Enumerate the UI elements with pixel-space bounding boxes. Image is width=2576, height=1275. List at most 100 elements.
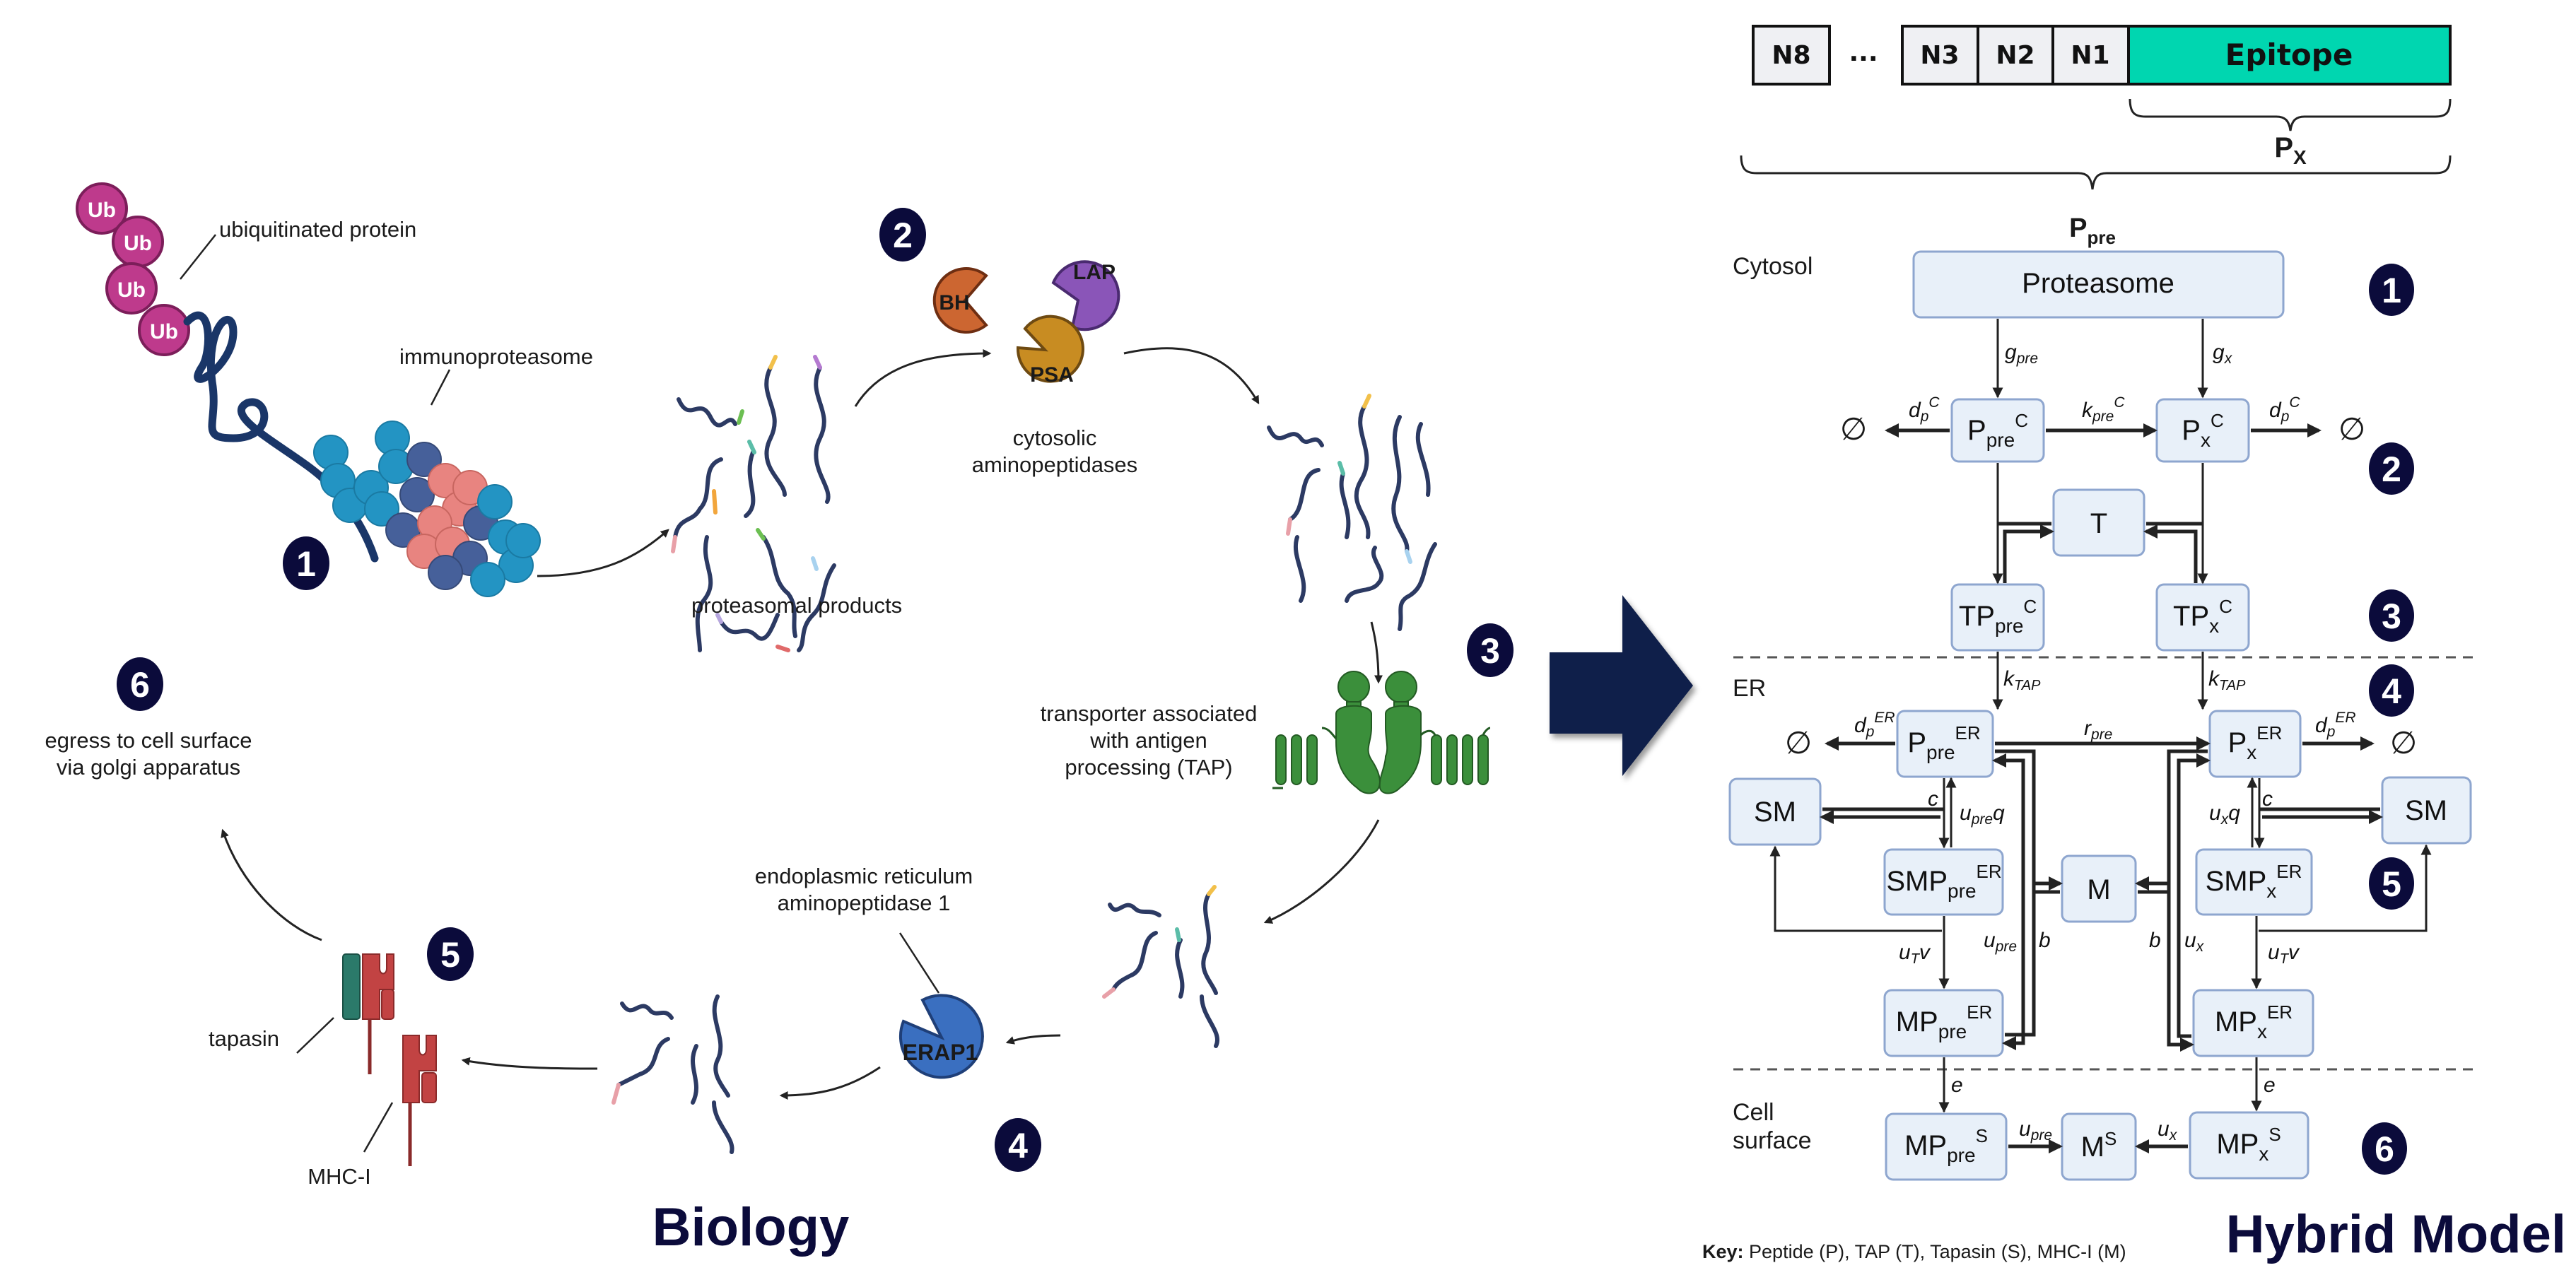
svg-text:BH: BH	[939, 291, 969, 315]
svg-text:Epitope: Epitope	[2225, 37, 2353, 72]
hybrid-model-title: Hybrid Model	[2226, 1204, 2566, 1264]
svg-text:5: 5	[440, 935, 460, 975]
svg-text:4: 4	[1008, 1126, 1028, 1165]
edge-t-release-pre	[2003, 524, 2054, 583]
ub-bead: Ub	[138, 304, 190, 356]
null-symbol-icon: ∅	[2390, 726, 2417, 760]
null-symbol-icon: ∅	[1785, 726, 1812, 760]
rate-dpc-left: dpC	[1909, 394, 1940, 425]
svg-text:M: M	[2087, 874, 2110, 905]
rate-dpc-right: dpC	[2269, 394, 2300, 425]
rate-g-pre: gpre	[2005, 341, 2038, 367]
null-symbol-icon: ∅	[2338, 412, 2365, 447]
flow-arrow	[779, 1066, 881, 1100]
step-badge-4: 4	[995, 1118, 1041, 1172]
flow-arrow	[854, 349, 992, 407]
ub-bead: Ub	[112, 216, 164, 268]
rate-r-pre: rpre	[2084, 717, 2112, 743]
svg-text:3: 3	[2382, 597, 2401, 636]
svg-text:Proteasome: Proteasome	[2022, 268, 2174, 299]
ub-bead: Ub	[105, 262, 158, 315]
svg-text:4: 4	[2382, 671, 2401, 711]
svg-text:MPpreER: MPpreER	[1896, 1001, 1993, 1042]
step-badge-5: 5	[427, 927, 474, 981]
ub-bead: Ub	[76, 182, 128, 235]
erap1-label-line2: aminopeptidase 1	[778, 891, 951, 915]
mhc-label: MHC-I	[308, 1164, 371, 1189]
segment-ellipsis: ...	[1849, 38, 1878, 67]
transition-arrow-icon	[1550, 595, 1693, 776]
edge-u-pre-arrow	[1992, 753, 2025, 885]
step-badge-3: 3	[1467, 623, 1514, 677]
immunoproteasome-label: immunoproteasome	[399, 344, 593, 369]
tap-transporter-icon	[1272, 671, 1491, 794]
svg-text:PxER: PxER	[2228, 722, 2283, 763]
rate-u-x-surface: ux	[2158, 1117, 2178, 1144]
biology-panel: Ub Ub Ub Ub ubiquitinated protein	[45, 182, 1514, 1257]
node-tp-x-c: TPxC	[2155, 583, 2250, 652]
rate-dper-right: dpER	[2315, 710, 2356, 740]
ppre-brace	[1740, 155, 2452, 190]
node-m: M	[2061, 854, 2137, 923]
biology-title: Biology	[652, 1197, 850, 1257]
edge-u-x-arrow	[2177, 753, 2211, 1038]
svg-text:1: 1	[2382, 271, 2401, 310]
immunoproteasome-icon	[313, 421, 541, 597]
rate-c-right: c	[2262, 787, 2273, 811]
egress-label-line2: via golgi apparatus	[57, 755, 240, 780]
mhc-leader-line	[363, 1102, 394, 1153]
edge-b-left	[2002, 885, 2025, 1050]
node-p-x-c: PxC	[2155, 398, 2250, 463]
svg-text:N1: N1	[2071, 41, 2109, 70]
svg-text:1: 1	[296, 544, 316, 584]
rate-e-left: e	[1951, 1074, 1963, 1097]
ubiquitin-leader-line	[180, 234, 216, 280]
node-sm-right: SM	[2381, 776, 2472, 845]
rate-e-right: e	[2264, 1074, 2276, 1097]
svg-text:Ub: Ub	[124, 232, 152, 255]
rate-ut-v-left: uTv	[1899, 941, 1931, 967]
segment-n2	[1977, 25, 2054, 86]
cytosolic-aminopeptidases-label: cytosolic	[1013, 425, 1097, 450]
svg-text:PSA: PSA	[1030, 363, 1074, 387]
node-t: T	[2052, 488, 2145, 557]
erap1-leader-line	[898, 932, 940, 994]
svg-text:PpreER: PpreER	[1907, 722, 1980, 763]
er-label: ER	[1733, 675, 1766, 702]
rate-k-tap-right: kTAP	[2208, 667, 2246, 693]
rate-u-x-q: uxq	[2209, 801, 2240, 828]
cell-surface-label-line2: surface	[1733, 1127, 1812, 1154]
svg-text:PX: PX	[2274, 132, 2307, 168]
model-step-badge-1: 1	[2369, 264, 2414, 316]
svg-text:MPxS: MPxS	[2216, 1124, 2281, 1165]
tap-label-line2: with antigen	[1089, 728, 1207, 753]
svg-text:N3: N3	[1920, 41, 1959, 70]
node-p-x-er: PxER	[2208, 710, 2302, 778]
node-mp-pre-s: MPpreS	[1885, 1112, 2008, 1181]
model-panel: N8 ... N3 N2 N1 Epitope PX Ppre Cytosol …	[1702, 25, 2566, 1264]
flow-arrow	[1370, 621, 1383, 684]
node-m-s: MS	[2061, 1112, 2137, 1181]
node-sm-left: SM	[1728, 777, 1822, 846]
node-mp-x-s: MPxS	[2189, 1111, 2309, 1180]
mhc-i-icon	[402, 1035, 437, 1166]
step-badge-2: 2	[879, 208, 926, 262]
svg-text:SMPpreER: SMPpreER	[1886, 861, 2001, 902]
svg-text:TPpreC: TPpreC	[1959, 596, 2037, 637]
svg-text:Ub: Ub	[150, 320, 178, 343]
tap-label-line3: processing (TAP)	[1065, 755, 1232, 780]
edge-t-release-x	[2143, 524, 2198, 583]
step-badge-6: 6	[117, 657, 163, 711]
svg-text:2: 2	[2382, 450, 2401, 489]
model-step-badge-3: 3	[2369, 589, 2414, 642]
svg-text:6: 6	[2375, 1129, 2394, 1169]
svg-text:5: 5	[2382, 864, 2401, 904]
rate-dper-left: dpER	[1854, 710, 1895, 740]
ubiquitin-chain: Ub Ub Ub Ub	[76, 182, 190, 356]
edge-b-right	[2167, 749, 2208, 1052]
rate-b-left: b	[2039, 929, 2051, 952]
segment-n8	[1752, 25, 1831, 86]
svg-text:MS: MS	[2081, 1128, 2117, 1163]
node-p-pre-er: PpreER	[1896, 710, 1994, 778]
model-key: Key: Peptide (P), TAP (T), Tapasin (S), …	[1702, 1241, 2126, 1262]
